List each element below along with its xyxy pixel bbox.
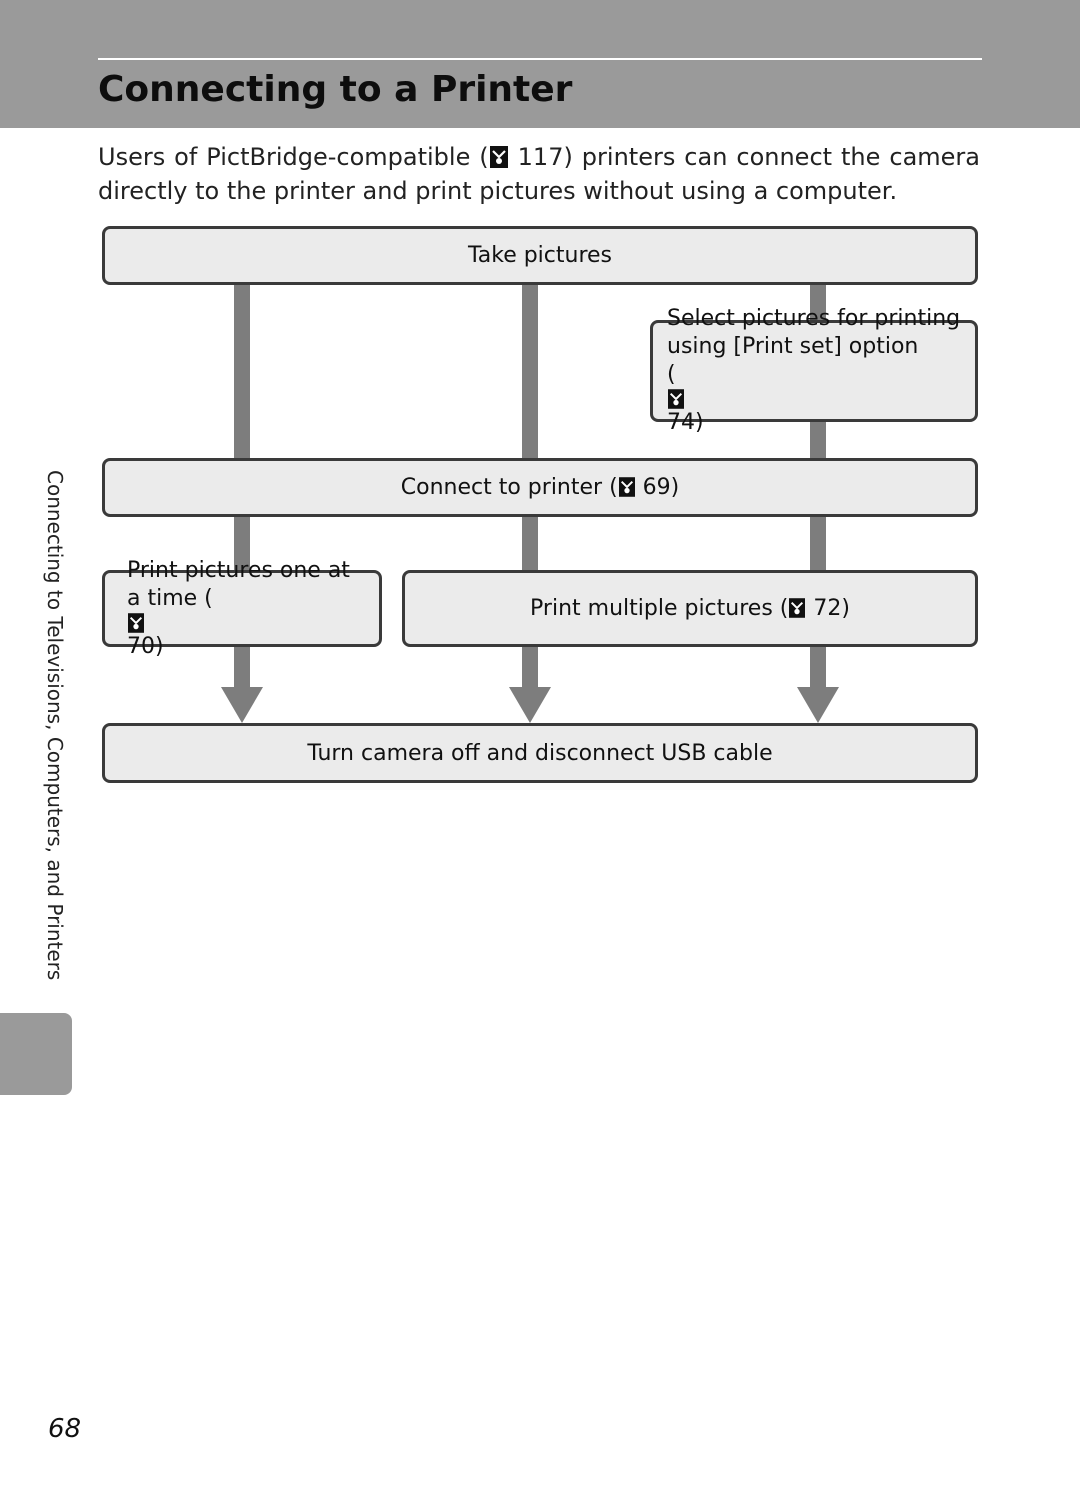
print-one-line-2: a time ( 70) bbox=[127, 585, 350, 661]
flow-step-label: Turn camera off and disconnect USB cable bbox=[307, 740, 773, 766]
intro-text-before-ref: Users of PictBridge-compatible ( bbox=[98, 143, 489, 171]
connector-right-top bbox=[810, 283, 826, 323]
chapter-thumb-tab bbox=[0, 1013, 72, 1095]
printing-flow-diagram: Take pictures Select pictures for printi… bbox=[102, 226, 978, 783]
connector-left-bottom bbox=[234, 645, 250, 689]
chapter-side-label: Connecting to Televisions, Computers, an… bbox=[43, 470, 67, 981]
select-line-2: using [Print set] option bbox=[667, 334, 919, 359]
arrow-down-icon bbox=[797, 687, 839, 723]
intro-text-after-ref: 117) printers can connect the camera bbox=[508, 143, 981, 171]
flow-step-connect-printer: Connect to printer ( 69) bbox=[102, 458, 978, 517]
page-number: 68 bbox=[48, 1414, 82, 1444]
intro-line-1: Users of PictBridge-compatible ( 117) pr… bbox=[98, 140, 980, 174]
intro-paragraph: Users of PictBridge-compatible ( 117) pr… bbox=[98, 140, 980, 208]
arrow-down-icon bbox=[509, 687, 551, 723]
intro-line-2: directly to the printer and print pictur… bbox=[98, 177, 898, 205]
select-line-1: Select pictures for printing bbox=[667, 306, 961, 331]
connector-left-lower bbox=[234, 515, 250, 573]
connector-center-bottom bbox=[522, 645, 538, 689]
flow-step-label: Print pictures one at a time ( 70) bbox=[127, 557, 350, 661]
reference-mark-icon bbox=[489, 146, 508, 168]
flow-step-label: Select pictures for printing using [Prin… bbox=[667, 305, 960, 437]
flow-step-select-pictures: Select pictures for printing using [Prin… bbox=[650, 306, 978, 435]
flow-step-take-pictures: Take pictures bbox=[102, 226, 978, 285]
flow-step-print-multiple: Print multiple pictures ( 72) bbox=[402, 570, 978, 647]
connector-center-top bbox=[522, 283, 538, 460]
select-line-3: ( 74) bbox=[667, 361, 960, 437]
connector-left-top bbox=[234, 283, 250, 460]
connector-right-bottom bbox=[810, 645, 826, 689]
reference-mark-icon bbox=[789, 598, 806, 618]
reference-mark-icon bbox=[668, 389, 959, 409]
connector-center-lower bbox=[522, 515, 538, 573]
print-one-line-1: Print pictures one at bbox=[127, 557, 350, 583]
flow-step-label: Print multiple pictures ( 72) bbox=[530, 596, 850, 621]
reference-mark-icon bbox=[618, 477, 635, 497]
flow-step-turn-off: Turn camera off and disconnect USB cable bbox=[102, 723, 978, 783]
flow-step-label: Connect to printer ( 69) bbox=[400, 475, 680, 500]
header-band: Connecting to a Printer bbox=[0, 0, 1080, 128]
connector-right-mid bbox=[810, 420, 826, 460]
flow-step-print-one: Print pictures one at a time ( 70) bbox=[102, 558, 382, 659]
arrow-down-icon bbox=[221, 687, 263, 723]
flow-step-label: Take pictures bbox=[467, 243, 613, 268]
connector-right-lower bbox=[810, 515, 826, 573]
page-title: Connecting to a Printer bbox=[98, 69, 573, 110]
reference-mark-icon bbox=[128, 612, 349, 633]
header-rule bbox=[98, 58, 982, 60]
